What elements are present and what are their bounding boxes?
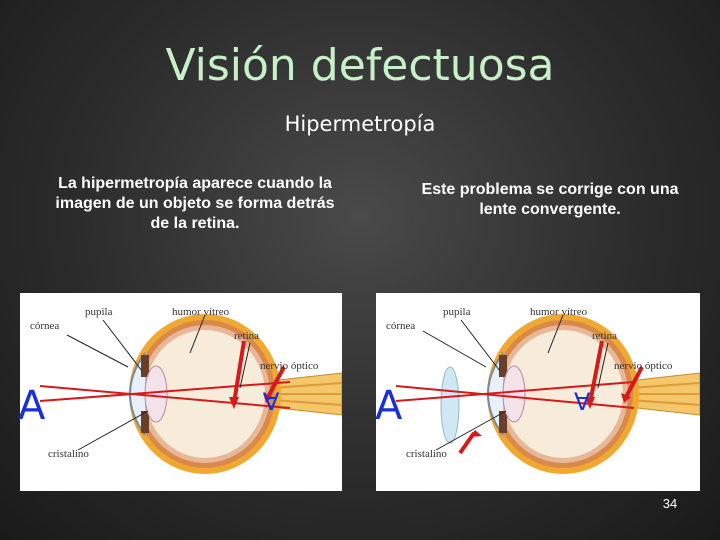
object-letter-right: A xyxy=(375,386,402,426)
label-nervio-optico: nervio óptico xyxy=(260,360,319,372)
object-letter-left: A xyxy=(18,386,45,426)
crystalline-lens xyxy=(503,366,525,422)
eye-diagram-corrected: pupila humor vítreo córnea retina nervio… xyxy=(376,293,700,491)
slide-subtitle: Hipermetropía xyxy=(0,112,720,136)
label-pupila: pupila xyxy=(443,306,471,318)
label-nervio-optico: nervio óptico xyxy=(614,360,673,372)
label-pupila: pupila xyxy=(85,306,113,318)
label-humor-vitreo: humor vítreo xyxy=(172,306,230,318)
label-cristalino: cristalino xyxy=(406,448,447,460)
label-retina: retina xyxy=(592,330,617,342)
label-cornea: córnea xyxy=(386,320,415,332)
page-number: 34 xyxy=(655,496,685,511)
hyperopia-description: La hipermetropía aparece cuando la image… xyxy=(45,174,345,234)
correction-description: Este problema se corrige con una lente c… xyxy=(410,180,690,220)
inverted-image-letter: ∀ xyxy=(263,388,280,416)
label-cristalino: cristalino xyxy=(48,448,89,460)
slide-title: Visión defectuosa xyxy=(0,40,720,91)
converging-lens xyxy=(441,367,459,443)
label-retina: retina xyxy=(234,330,259,342)
eye-diagram-hyperopia: pupila humor vítreo córnea retina nervio… xyxy=(20,293,342,491)
inverted-image-letter: ∀ xyxy=(574,388,591,416)
iris-top xyxy=(499,355,507,377)
iris-top xyxy=(141,355,149,377)
crystalline-lens xyxy=(145,366,167,422)
label-humor-vitreo: humor vítreo xyxy=(530,306,588,318)
label-cornea: córnea xyxy=(30,320,59,332)
